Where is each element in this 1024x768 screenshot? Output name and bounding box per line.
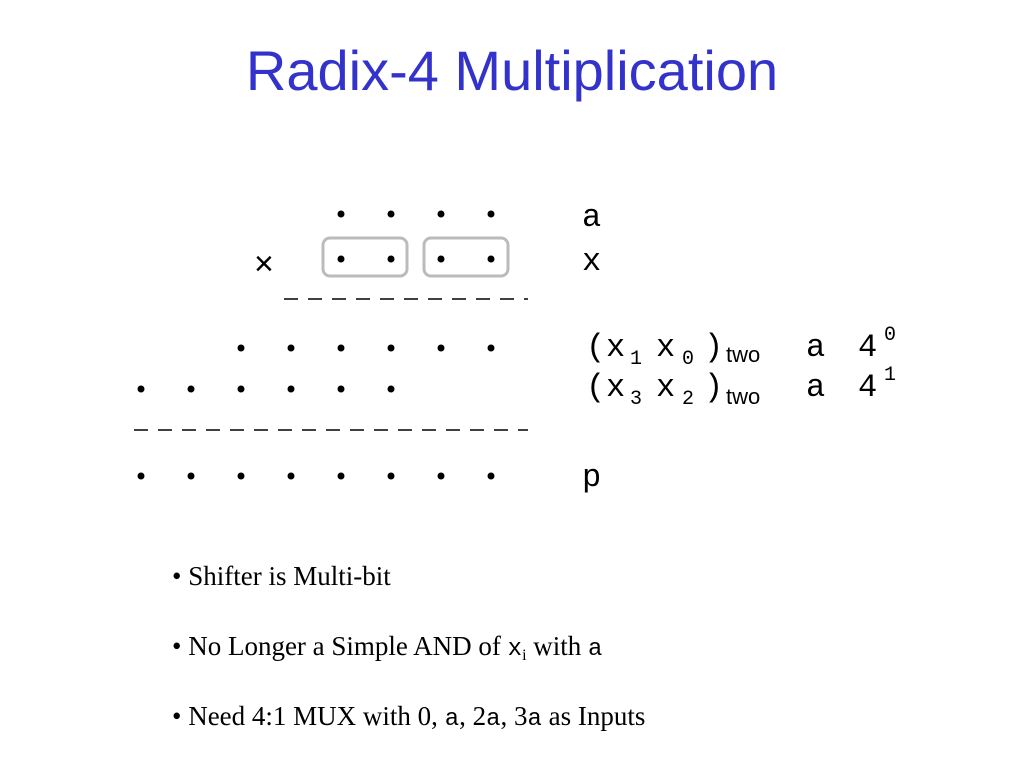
multiplier-dot [337, 255, 345, 263]
product-dot [387, 472, 395, 480]
bullet-text: Need 4:1 MUX with 0, [181, 701, 445, 731]
subscript: 0 [682, 348, 694, 371]
exponent: 1 [884, 364, 896, 387]
multiplier-dot [487, 255, 495, 263]
partial-product-2-dot [287, 385, 295, 393]
multiplicand-dot [387, 210, 395, 218]
product-dot [337, 472, 345, 480]
partial-product-2-dot [337, 385, 345, 393]
bullet-glyph: • [172, 631, 182, 661]
bullet-text: as Inputs [541, 701, 646, 731]
multiplicand: a [806, 369, 825, 406]
radix: 4 [858, 369, 877, 406]
base-subscript: two [726, 342, 760, 367]
code-var: a [588, 636, 603, 663]
radix: 4 [858, 329, 877, 366]
bullet-item-shifter: • Shifter is Multi-bit [172, 556, 645, 626]
bullet-text: No Longer a Simple AND of [181, 631, 508, 661]
label-a: a [582, 199, 601, 236]
base-subscript: two [726, 384, 760, 409]
paren-open: ( [586, 369, 605, 406]
partial-product-1-dot [387, 344, 395, 352]
dot-grid [137, 210, 495, 480]
product-dot [287, 472, 295, 480]
code-var: x [507, 636, 523, 663]
digit: x [606, 329, 625, 366]
paren-open: ( [586, 329, 605, 366]
subscript: i [522, 647, 527, 664]
partial-product-2-dot [137, 385, 145, 393]
partial-product-2-dot [387, 385, 395, 393]
label-x: x [582, 243, 601, 280]
digit: x [656, 369, 675, 406]
bullet-text: with [526, 631, 589, 661]
multiplicand-dot [437, 210, 445, 218]
bullet-text: Shifter is Multi-bit [181, 561, 391, 591]
multiplier-dot [437, 255, 445, 263]
digit-pair-box-right [422, 236, 510, 278]
bullet-glyph: • [172, 701, 182, 731]
partial-product-2-label: ( x 3 x 2 ) two a 4 1 [586, 364, 896, 411]
times-symbol: × [254, 245, 274, 283]
separator-lines [134, 298, 528, 431]
bullet-item-and: • No Longer a Simple AND of xi with a [172, 626, 645, 696]
multiplicand: a [806, 329, 825, 366]
digit: x [656, 329, 675, 366]
subscript: 2 [682, 388, 694, 411]
digit: x [606, 369, 625, 406]
exponent: 0 [884, 324, 896, 347]
partial-product-1-dot [237, 344, 245, 352]
partial-product-1-dot [337, 344, 345, 352]
multiplicand-dot [487, 210, 495, 218]
label-p: p [582, 459, 601, 496]
code-var: a [486, 706, 501, 733]
partial-product-1-dot [487, 344, 495, 352]
paren-close: ) [704, 329, 723, 366]
code-var: a [444, 706, 460, 733]
bullet-text: , 2 [459, 701, 487, 731]
paren-close: ) [704, 369, 723, 406]
product-dot [137, 472, 145, 480]
bullet-list: • Shifter is Multi-bit • No Longer a Sim… [172, 556, 645, 766]
bullet-glyph: • [172, 561, 182, 591]
code-var: a [527, 706, 542, 733]
bullet-text: , 3 [500, 701, 528, 731]
digit-pair-box-left [321, 236, 409, 278]
subscript: 3 [630, 388, 642, 411]
product-dot [237, 472, 245, 480]
multiplier-dot [387, 255, 395, 263]
product-dot [487, 472, 495, 480]
bullet-item-mux: • Need 4:1 MUX with 0, a, 2a, 3a as Inpu… [172, 696, 645, 766]
product-dot [187, 472, 195, 480]
slide-title: Radix-4 Multiplication [245, 39, 779, 102]
subscript: 1 [630, 348, 642, 371]
partial-product-1-dot [287, 344, 295, 352]
multiplicand-dot [337, 210, 345, 218]
partial-product-2-dot [237, 385, 245, 393]
partial-product-1-dot [437, 344, 445, 352]
partial-product-2-dot [187, 385, 195, 393]
partial-product-1-label: ( x 1 x 0 ) two a 4 0 [586, 324, 896, 371]
product-dot [437, 472, 445, 480]
